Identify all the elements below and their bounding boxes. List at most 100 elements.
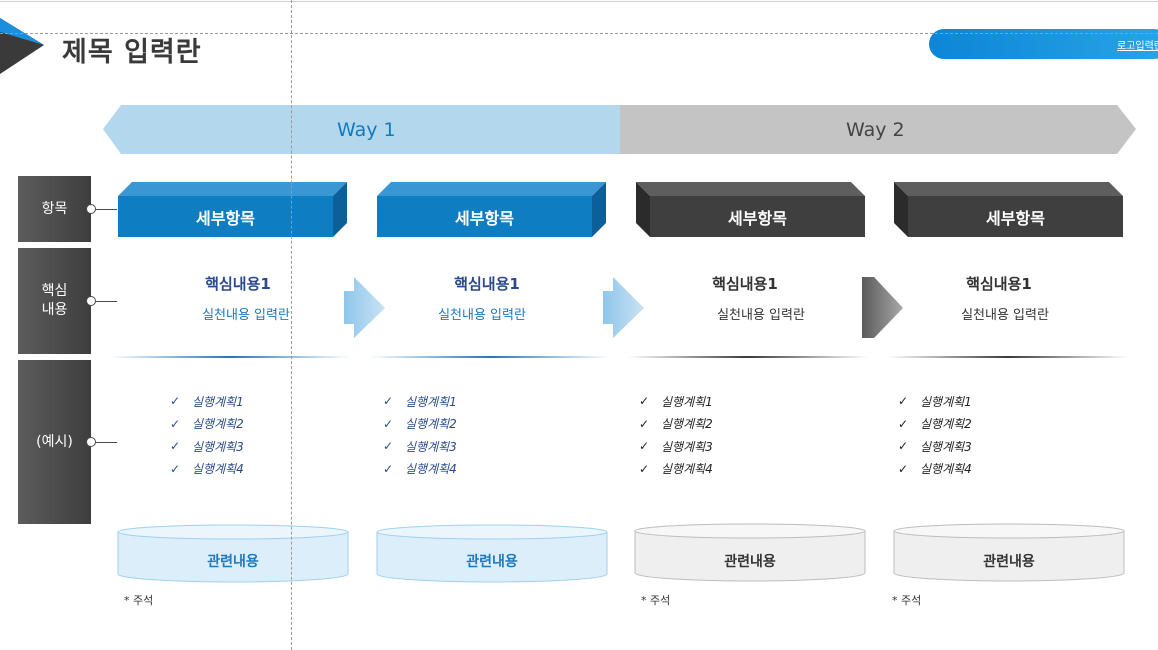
check-icon: ✓ <box>898 439 909 454</box>
way-1-label: Way 1 <box>337 119 396 141</box>
check-icon: ✓ <box>639 416 650 431</box>
check-icon: ✓ <box>170 461 181 476</box>
plan-text: 실행계획4 <box>920 462 972 477</box>
check-icon: ✓ <box>639 394 650 409</box>
list-item: ✓ 실행계획4 <box>639 458 713 481</box>
core-sub-1: 실천내용 입력란 <box>202 308 290 323</box>
list-item: ✓ 실행계획3 <box>170 435 244 458</box>
core-title-3: 핵심내용1 <box>712 275 778 293</box>
connector-line <box>95 209 117 210</box>
related-label-1: 관련내용 <box>207 554 259 570</box>
list-item: ✓ 실행계획2 <box>170 413 244 436</box>
plan-text: 실행계획3 <box>661 439 713 454</box>
title-arrow-icon <box>0 18 44 74</box>
plan-text: 실행계획2 <box>920 417 972 432</box>
row-label-core-line2: 내용 <box>41 302 68 318</box>
check-icon: ✓ <box>383 394 394 409</box>
check-icon: ✓ <box>170 416 181 431</box>
plan-list-3: ✓ 실행계획1 ✓ 실행계획2 ✓ 실행계획3 ✓ 실행계획4 <box>639 390 713 480</box>
plan-text: 실행계획2 <box>661 417 713 432</box>
list-item: ✓ 실행계획2 <box>898 413 972 436</box>
check-icon: ✓ <box>170 439 181 454</box>
row-label-core-line1: 핵심 <box>41 283 68 300</box>
core-sub-3: 실천내용 입력란 <box>717 308 805 323</box>
check-icon: ✓ <box>639 439 650 454</box>
list-item: ✓ 실행계획4 <box>898 458 972 481</box>
way-banner <box>103 105 1136 154</box>
list-item: ✓ 실행계획1 <box>898 390 972 413</box>
related-label-4: 관련내용 <box>983 554 1035 570</box>
separator-3 <box>628 356 868 358</box>
list-item: ✓실행계획3 <box>383 435 457 458</box>
check-icon: ✓ <box>170 394 181 409</box>
plan-text: 실행계획3 <box>192 439 244 454</box>
header-label-3: 세부항목 <box>728 208 787 228</box>
guide-line-horizontal <box>0 33 1158 34</box>
core-title-1: 핵심내용1 <box>205 275 271 293</box>
plan-list-4: ✓ 실행계획1 ✓ 실행계획2 ✓ 실행계획3 ✓ 실행계획4 <box>898 390 972 480</box>
list-item: ✓ 실행계획2 <box>639 413 713 436</box>
header-box-4 <box>894 182 1123 237</box>
check-icon: ✓ <box>898 461 909 476</box>
check-icon: ✓ <box>383 461 394 476</box>
plan-text: 실행계획1 <box>192 394 244 409</box>
connector-line <box>95 442 117 443</box>
plan-text: 실행계획1 <box>661 394 713 409</box>
plan-text: 실행계획3 <box>920 439 972 454</box>
core-sub-4: 실천내용 입력란 <box>961 308 1049 323</box>
page-title: 제목 입력란 <box>62 37 202 68</box>
separator-1 <box>110 356 350 358</box>
row-label-item: 항목 <box>18 176 91 242</box>
header-box-1 <box>118 182 347 237</box>
logo-placeholder[interactable]: 로고입력란 <box>1117 41 1158 52</box>
header-label-4: 세부항목 <box>986 208 1045 228</box>
check-icon: ✓ <box>898 394 909 409</box>
list-item: ✓ 실행계획4 <box>170 458 244 481</box>
plan-text: 실행계획1 <box>920 394 972 409</box>
plan-text: 실행계획4 <box>192 462 244 477</box>
list-item: ✓ 실행계획1 <box>170 390 244 413</box>
plan-text: 실행계획2 <box>405 417 457 432</box>
note-1: * 주석 <box>124 594 154 607</box>
separator-2 <box>370 356 610 358</box>
plan-text: 실행계획3 <box>405 439 457 454</box>
header-label-1: 세부항목 <box>196 208 255 228</box>
row-label-core: 핵심 내용 <box>18 248 91 354</box>
logo-bar: 로고입력란 <box>929 29 1158 59</box>
check-icon: ✓ <box>639 461 650 476</box>
list-item: ✓ 실행계획3 <box>639 435 713 458</box>
plan-text: 실행계획4 <box>405 462 457 477</box>
row-label-example-text: (예시) <box>36 433 73 450</box>
way2-band <box>620 105 1136 154</box>
header-label-2: 세부항목 <box>455 208 514 228</box>
note-4: * 주석 <box>892 594 922 607</box>
plan-text: 실행계획4 <box>661 462 713 477</box>
list-item: ✓ 실행계획4 <box>383 458 457 481</box>
plan-text: 실행계획1 <box>405 394 457 409</box>
header-box-3 <box>636 182 865 237</box>
check-icon: ✓ <box>383 416 394 431</box>
list-item: ✓ 실행계획1 <box>383 390 457 413</box>
check-icon: ✓ <box>898 416 909 431</box>
row-label-item-text: 항목 <box>41 200 68 217</box>
cylinder-2 <box>376 524 608 583</box>
related-label-2: 관련내용 <box>466 554 518 570</box>
way1-band <box>103 105 620 154</box>
flow-arrow-icon-2 <box>603 277 644 338</box>
header-box-2 <box>377 182 606 237</box>
way-2-label: Way 2 <box>846 119 905 141</box>
cylinder-4 <box>893 523 1125 582</box>
core-title-4: 핵심내용1 <box>966 275 1032 293</box>
row-label-example: (예시) <box>18 360 91 524</box>
core-sub-2: 실천내용 입력란 <box>438 308 526 323</box>
cylinder-3 <box>634 523 866 582</box>
plan-text: 실행계획2 <box>192 417 244 432</box>
core-title-2: 핵심내용1 <box>454 275 520 293</box>
related-label-3: 관련내용 <box>724 554 776 570</box>
separator-4 <box>888 356 1128 358</box>
plan-list-1: ✓ 실행계획1 ✓ 실행계획2 ✓ 실행계획3 ✓ 실행계획4 <box>170 390 244 480</box>
flow-arrow-icon-1 <box>344 277 385 338</box>
list-item: ✓ 실행계획2 <box>383 413 457 436</box>
plan-list-2: ✓ 실행계획1 ✓ 실행계획2 ✓실행계획3 ✓ 실행계획4 <box>383 390 457 480</box>
connector-line <box>95 301 117 302</box>
